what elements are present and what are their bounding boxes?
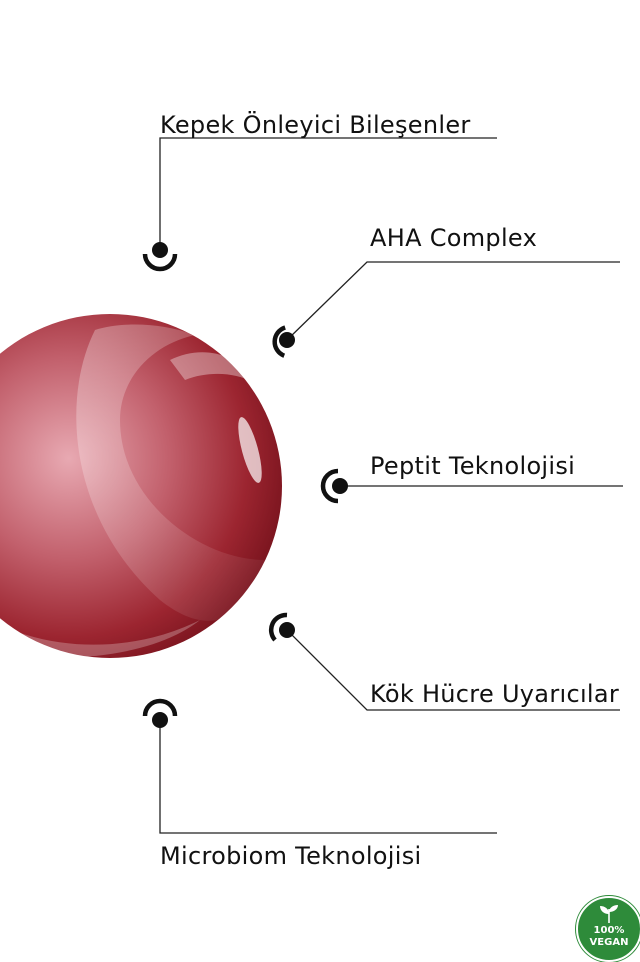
vegan-badge-text: VEGAN bbox=[589, 937, 629, 948]
vegan-badge: 100% VEGAN bbox=[576, 896, 640, 962]
feature-label-stem-cell-stimulants: Kök Hücre Uyarıcılar bbox=[370, 680, 620, 708]
feature-label-peptide-technology: Peptit Teknolojisi bbox=[370, 452, 576, 480]
feature-label-microbiome-technology: Microbiom Teknolojisi bbox=[160, 842, 422, 870]
feature-label-aha-complex: AHA Complex bbox=[370, 224, 538, 252]
leaf-icon bbox=[600, 905, 618, 924]
marker-icon-2 bbox=[272, 325, 295, 358]
connector-lines bbox=[159, 137, 623, 834]
marker-icon-1 bbox=[142, 242, 178, 272]
serum-drop bbox=[0, 314, 282, 658]
connector-line-2 bbox=[286, 261, 620, 341]
marker-icon-3 bbox=[320, 468, 348, 504]
marker-icon-5 bbox=[142, 698, 178, 728]
connector-line-4 bbox=[286, 629, 620, 711]
marker-icon-4 bbox=[268, 612, 295, 642]
connector-line-5 bbox=[159, 718, 497, 834]
feature-label-anti-dandruff: Kepek Önleyici Bileşenler bbox=[160, 111, 471, 139]
connector-line-1 bbox=[159, 137, 497, 252]
vegan-badge-percent: 100% bbox=[593, 925, 625, 936]
